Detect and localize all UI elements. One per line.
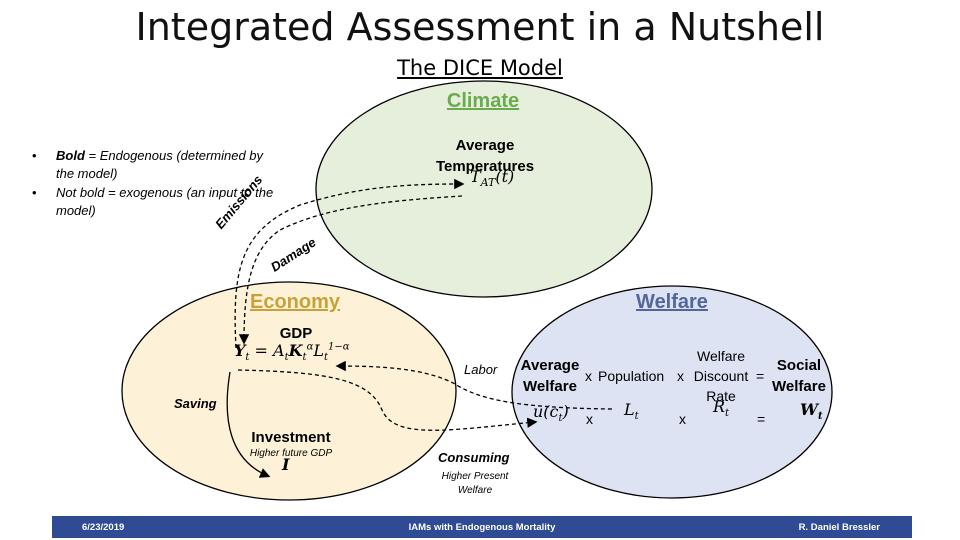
utility-variable: u(ct)	[533, 402, 569, 425]
economy-title: Economy	[249, 291, 341, 313]
labor-label: Labor	[464, 362, 498, 377]
average-welfare-label: Average Welfare	[520, 357, 580, 395]
emissions-arrow	[234, 178, 465, 349]
social-welfare-label: Social Welfare	[772, 357, 826, 395]
social-welfare-variable: Wt	[800, 400, 823, 423]
footer-bar: 6/23/2019 IAMs with Endogenous Mortality…	[52, 516, 912, 538]
legend-item-notbold: Not bold = exogenous (an input to the mo…	[30, 184, 275, 219]
saving-label: Saving	[174, 396, 217, 411]
economy-ellipse	[121, 281, 457, 501]
investment-variable: I	[282, 455, 290, 474]
times-operator-3: x	[586, 411, 593, 427]
footer-title: IAMs with Endogenous Mortality	[408, 522, 556, 533]
climate-title: Climate	[446, 90, 520, 112]
climate-ellipse	[315, 80, 653, 298]
saving-arrow	[226, 371, 271, 478]
investment-note: Higher future GDP	[249, 448, 333, 459]
discount-variable: Rt	[713, 397, 730, 420]
temperature-variable: TAT(t)	[470, 167, 515, 190]
labor-arrow	[335, 360, 613, 410]
consuming-label: Consuming	[438, 450, 510, 465]
times-operator-1: x	[585, 368, 592, 384]
legend-list: Bold = Endogenous (determined by the mod…	[30, 147, 275, 221]
damage-arrow	[238, 195, 463, 345]
times-operator-4: x	[679, 411, 686, 427]
discount-rate-label: Welfare Discount Rate	[693, 348, 749, 404]
times-operator-2: x	[677, 368, 684, 384]
slide-title: Integrated Assessment in a Nutshell	[135, 5, 825, 49]
legend-item-bold: Bold = Endogenous (determined by the mod…	[30, 147, 275, 182]
climate-temperature-label: Average Temperatures	[435, 137, 535, 175]
population-variable: Lt	[624, 400, 639, 423]
footer-author: R. Daniel Bressler	[798, 522, 880, 533]
gdp-equation: Yt = AtKtαLt1−α	[234, 341, 350, 364]
welfare-title: Welfare	[636, 291, 708, 313]
investment-label: Investment	[251, 429, 331, 446]
consuming-note: Higher Present Welfare	[441, 471, 509, 496]
footer-date: 6/23/2019	[82, 522, 125, 533]
gdp-label: GDP	[279, 325, 313, 342]
population-label: Population	[598, 368, 665, 384]
welfare-ellipse	[511, 285, 833, 499]
slide-subtitle: The DICE Model	[397, 56, 563, 80]
equals-operator-1: =	[756, 368, 765, 384]
equals-operator-2: =	[757, 411, 766, 427]
consuming-arrow	[237, 369, 538, 431]
